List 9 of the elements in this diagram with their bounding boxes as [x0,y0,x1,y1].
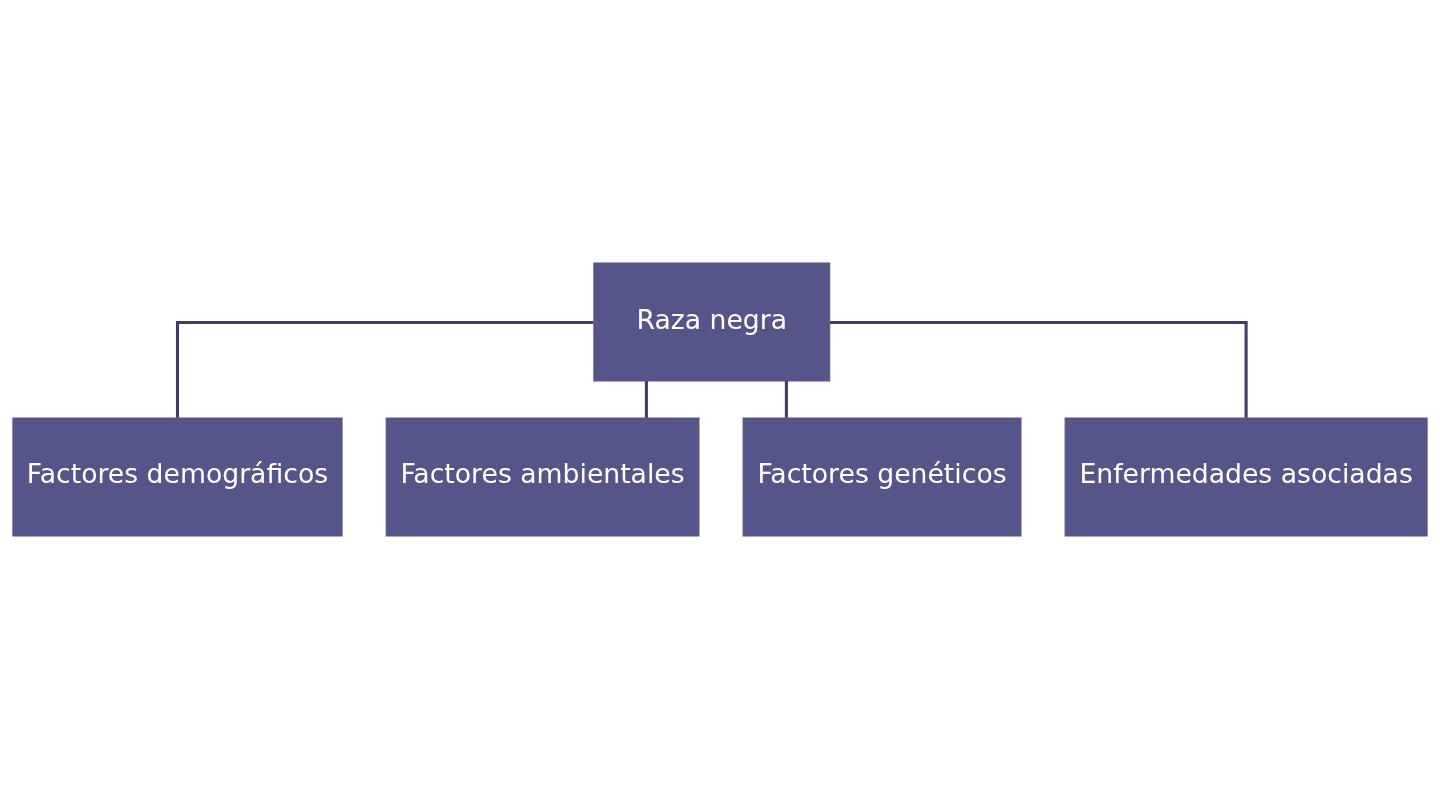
connector [644,381,648,418]
node-box: Factores ambientales [385,417,700,537]
node-box: Factores genéticos [742,417,1022,537]
connector [175,321,594,418]
connector [784,381,788,418]
node-box: Enfermedades asociadas [1064,417,1428,537]
node-box: Factores demográficos [12,417,343,537]
node-box: Raza negra [593,262,831,382]
connector [830,321,1248,418]
